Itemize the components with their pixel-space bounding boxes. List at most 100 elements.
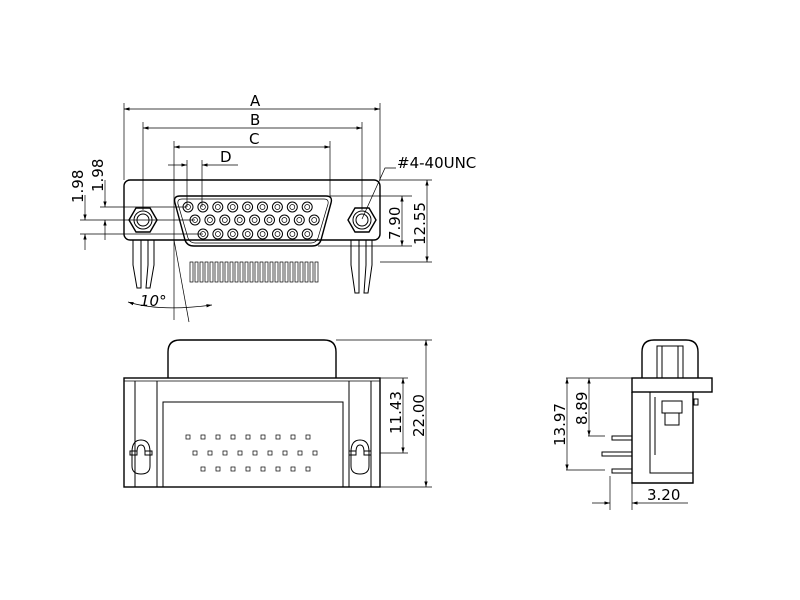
side-pin-3 — [611, 468, 633, 474]
solder-pin — [222, 450, 228, 456]
bottom-body — [123, 377, 381, 488]
pcb-pin — [259, 261, 264, 283]
pcb-pin — [309, 261, 314, 283]
dimension-b-label: B — [250, 111, 260, 129]
solder-pin — [200, 466, 206, 472]
pcb-pin — [314, 261, 319, 283]
solder-pin — [260, 434, 266, 440]
contact-pin — [272, 228, 283, 240]
solder-pin — [282, 450, 288, 456]
solder-pin — [267, 450, 273, 456]
dimension-a-label: A — [250, 92, 261, 110]
contact-pin — [197, 201, 209, 213]
solder-pin — [215, 466, 221, 472]
contact-pin — [227, 201, 239, 213]
left-board-lock — [132, 240, 155, 289]
contact-pin — [257, 228, 269, 240]
dimension-d-label: D — [220, 148, 232, 166]
solder-pin — [297, 450, 303, 456]
connector-body — [123, 179, 381, 241]
solder-pin — [252, 450, 258, 456]
contact-pin — [308, 214, 320, 226]
pcb-pin — [279, 261, 284, 283]
contact-pin — [301, 201, 313, 213]
pcb-pin — [264, 261, 269, 283]
pin-offset-label: 3.20 — [647, 486, 680, 504]
height-1-label: 13.97 — [551, 403, 569, 446]
contact-pin — [264, 214, 275, 226]
side-flange — [631, 377, 713, 393]
contact-pin — [301, 228, 313, 240]
pcb-pin — [234, 261, 239, 283]
pcb-pin — [199, 261, 204, 283]
solder-pin — [230, 434, 236, 440]
thread-label: #4-40UNC — [397, 154, 476, 172]
pcb-pin — [304, 261, 309, 283]
side-shell — [641, 339, 699, 378]
solder-pin — [275, 434, 281, 440]
pcb-pin — [229, 261, 234, 283]
contact-pin — [271, 201, 283, 213]
pcb-pin — [194, 261, 199, 283]
solder-pin — [237, 450, 243, 456]
height-2-label: 8.89 — [573, 392, 591, 425]
pcb-pin — [204, 261, 209, 283]
contact-pin — [286, 228, 298, 240]
solder-pin — [207, 450, 213, 456]
solder-pin — [185, 434, 191, 440]
solder-pin — [290, 466, 296, 472]
side-pin-1 — [611, 435, 633, 441]
contact-pin — [242, 201, 254, 213]
pcb-pin — [274, 261, 279, 283]
pcb-pin — [214, 261, 219, 283]
dimension-c-label: C — [249, 130, 259, 148]
solder-pin — [245, 434, 251, 440]
right-board-lock — [350, 240, 373, 294]
side-view: 13.97 8.89 3.20 — [551, 339, 713, 510]
pcb-pin — [224, 261, 229, 283]
bottom-view: 11.43 22.00 — [123, 339, 432, 488]
pcb-pin — [189, 261, 194, 283]
hex-nut — [656, 345, 684, 379]
contact-pin — [242, 228, 254, 240]
pcb-pin — [299, 261, 304, 283]
right-screw-boss — [347, 207, 377, 233]
d-sub-shell — [173, 195, 333, 247]
pin-insert — [162, 401, 344, 488]
solder-pin — [192, 450, 198, 456]
pcb-pin-row — [189, 261, 319, 283]
pcb-pin — [294, 261, 299, 283]
solder-pin — [312, 450, 318, 456]
pitch-left-1-label: 1.98 — [69, 170, 87, 203]
pcb-pin — [209, 261, 214, 283]
right-clip — [348, 439, 372, 475]
solder-pin — [245, 466, 251, 472]
shell-height-label: 7.90 — [386, 207, 404, 240]
solder-pin — [290, 434, 296, 440]
angle-arc — [127, 301, 213, 309]
overall-height-label: 22.00 — [410, 394, 428, 437]
pcb-pin — [284, 261, 289, 283]
pcb-pin — [289, 261, 294, 283]
pcb-pin — [239, 261, 244, 283]
contact-pin — [219, 214, 231, 226]
solder-pin — [305, 434, 311, 440]
pcb-pin — [244, 261, 249, 283]
angle-label: 10° — [140, 292, 167, 310]
contact-pin — [278, 214, 290, 226]
shell-top — [167, 339, 337, 378]
contact-pin — [204, 214, 216, 226]
contact-pin — [257, 201, 268, 213]
side-pin-2 — [601, 451, 633, 457]
contact-pin — [234, 214, 246, 226]
pcb-pin — [269, 261, 274, 283]
bottom-pin-field — [185, 434, 318, 472]
pcb-pin — [254, 261, 259, 283]
contact-pin — [286, 201, 298, 213]
solder-pin — [200, 434, 206, 440]
pitch-left-2-label: 1.98 — [89, 159, 107, 192]
contact-pin — [212, 201, 224, 213]
contact-pin — [249, 214, 261, 226]
front-pin-field — [182, 201, 320, 240]
